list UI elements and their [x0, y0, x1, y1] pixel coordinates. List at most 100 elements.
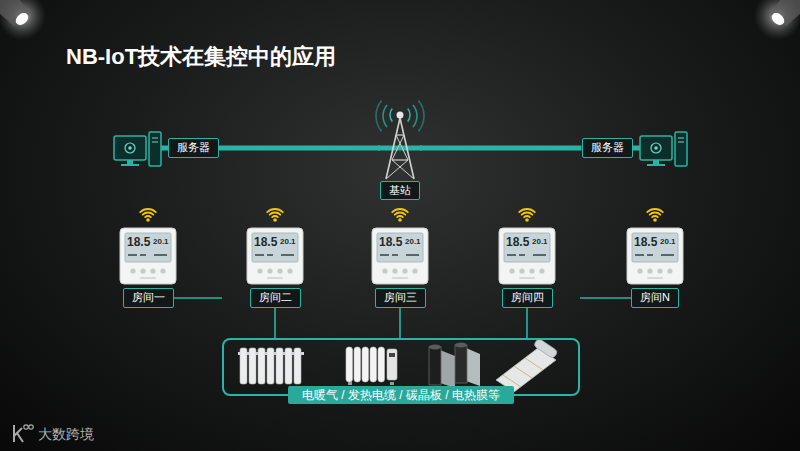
wifi-icons [140, 209, 156, 222]
base-station-tower [418, 101, 424, 132]
node-text: 房间四 [511, 291, 544, 304]
control-wire [526, 308, 528, 338]
base-station-tower [386, 160, 408, 179]
electric-heater-picture [390, 382, 394, 385]
base-station-tower [390, 109, 392, 122]
electric-heater-picture [346, 347, 397, 385]
electric-heater-picture [387, 349, 397, 380]
node-text: 服务器 [177, 141, 210, 154]
base-station-tower [413, 105, 417, 127]
display-setpoint: 20.1 [405, 238, 421, 246]
thermostats [120, 228, 683, 284]
network-link [420, 146, 582, 151]
slide-title: NB-IoT技术在集控中的应用 [66, 44, 336, 70]
room-label: 房间二 [250, 288, 301, 307]
radiator-picture [285, 348, 292, 384]
electric-heater-picture [389, 353, 395, 357]
server-icon [675, 132, 687, 166]
server-label: 服务器 [582, 138, 633, 157]
display-reading: 18.5 [254, 236, 277, 248]
node-text: 基站 [389, 184, 411, 197]
node-text: 服务器 [591, 141, 624, 154]
server-icon [114, 132, 176, 166]
radiator-picture [258, 348, 265, 384]
base-station-tower [378, 146, 422, 151]
thermostats [627, 228, 683, 284]
base-station-tower [392, 160, 414, 179]
base-station-tower [376, 101, 382, 132]
server-icon [149, 132, 161, 166]
heating-film-picture [533, 338, 558, 359]
node-text: 电暖气 / 发热电缆 / 碳晶板 / 电热膜等 [302, 388, 500, 402]
electric-heater-picture [378, 347, 385, 382]
device-caption-bar: 电暖气 / 发热电缆 / 碳晶板 / 电热膜等 [288, 386, 514, 404]
radiator-picture [294, 348, 301, 384]
base-station-tower [392, 135, 404, 160]
display-setpoint: 20.1 [153, 238, 169, 246]
radiator-picture [267, 348, 274, 384]
server-icon [128, 146, 132, 150]
control-wire [399, 308, 401, 338]
watermark-logo [14, 425, 33, 442]
wifi-icons [267, 209, 283, 222]
server-icon [121, 164, 139, 166]
display-setpoint: 20.1 [532, 238, 548, 246]
heating-film-picture [525, 358, 543, 370]
electric-heater-picture [362, 347, 369, 382]
server-icon [114, 136, 146, 160]
carbon-panel-picture [455, 345, 467, 383]
carbon-panel-picture [429, 345, 441, 350]
spotlight-right [754, 0, 800, 40]
electric-heater-picture [354, 347, 361, 382]
watermark: 大数跨境 [38, 427, 94, 441]
base-station-tower [397, 112, 404, 119]
spotlight-right [769, 11, 786, 28]
spotlight-left [13, 11, 30, 28]
server-icon [678, 142, 684, 143]
server-icon [127, 160, 133, 164]
heating-device-box: 电暖气 / 发热电缆 / 碳晶板 / 电热膜等 [222, 338, 580, 396]
spotlight-right [754, 0, 800, 40]
server-icon [653, 160, 659, 164]
radiator-picture [240, 348, 247, 384]
base-station-tower [386, 118, 414, 179]
station-label: 基站 [380, 181, 420, 200]
spotlight-left [0, 0, 46, 40]
carbon-panel-picture [440, 350, 455, 388]
room-label: 房间四 [502, 288, 553, 307]
server-icon [654, 146, 658, 150]
carbon-panel-picture [455, 343, 467, 348]
base-station-tower [408, 109, 410, 122]
server-icon [624, 132, 687, 166]
carbon-panel-picture [429, 343, 480, 389]
display-reading: 18.5 [379, 236, 402, 248]
room-label: 房间三 [375, 288, 426, 307]
thermostats [372, 228, 428, 284]
server-icon [651, 143, 661, 153]
node-text: 房间N [640, 291, 670, 304]
server-icon [678, 138, 684, 139]
radiator-picture [238, 348, 304, 384]
base-station-tower [376, 101, 424, 179]
carbon-panel-picture [429, 347, 441, 385]
control-wire [274, 308, 276, 338]
electric-heater-picture [348, 382, 352, 385]
base-station-tower [396, 134, 404, 135]
display-setpoint: 20.1 [660, 238, 676, 246]
node-text: 房间二 [259, 291, 292, 304]
thermostats [499, 228, 555, 284]
wifi-icons [392, 209, 408, 222]
node-text: 房间一 [132, 291, 165, 304]
watermark-logo [29, 425, 33, 429]
wifi-icons [519, 209, 535, 222]
electric-heater-picture [370, 347, 377, 382]
display-setpoint: 20.1 [280, 238, 296, 246]
control-wire [174, 297, 223, 299]
carbon-panel-picture [466, 348, 480, 386]
radiator-picture [249, 348, 256, 384]
thermostats [120, 228, 176, 284]
base-station: 基站 [380, 96, 420, 200]
server-icon [152, 138, 158, 139]
display-reading: 18.5 [506, 236, 529, 248]
